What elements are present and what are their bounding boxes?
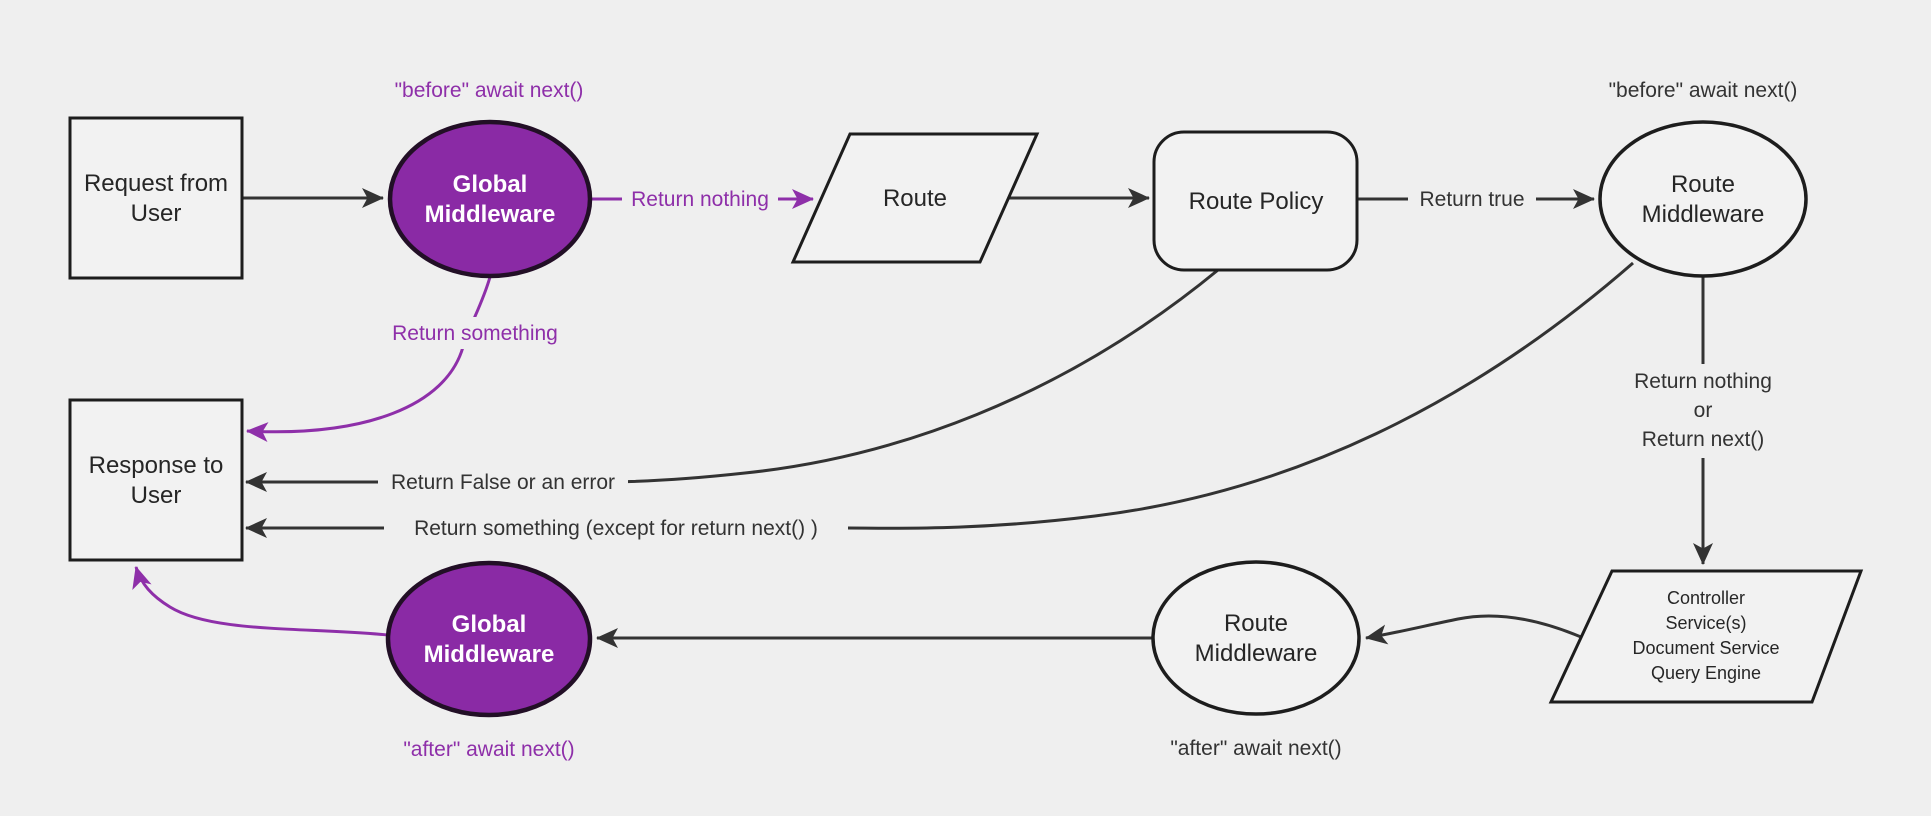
edge-route-middleware-return-something-to-response [245, 261, 1634, 538]
edge-global-middleware-return-something-to-response [246, 276, 492, 443]
request-from-user-label: User [131, 200, 182, 227]
edge-route-policy-return-false-to-response [245, 268, 1219, 492]
route-middleware-top-label: Middleware [1642, 201, 1765, 228]
label-bg-return-something-except [384, 512, 848, 544]
label-bg-return-something [388, 317, 562, 349]
route-middleware-top-node: Route Middleware [1598, 120, 1808, 278]
label-bg-return-nothing-or [1620, 364, 1786, 458]
request-from-user-node: Request from User [68, 116, 244, 280]
route-middleware-bottom-label: Route [1224, 610, 1288, 637]
route-middleware-bottom-shape [1151, 560, 1361, 716]
label-bg-return-false [378, 466, 628, 498]
label-return-nothing-or: Return next() [1642, 428, 1765, 451]
label-return-nothing-or: Return nothing [1634, 370, 1772, 393]
route-shape [790, 132, 1040, 264]
label-return-false-or-error: Return False or an error [391, 471, 615, 494]
controller-services-node: Controller Service(s) Document Service Q… [1548, 569, 1864, 704]
request-from-user-label: Request from [84, 170, 228, 197]
response-to-user-label: Response to [89, 452, 224, 479]
response-to-user-label: User [131, 482, 182, 509]
route-policy-node: Route Policy [1152, 130, 1359, 272]
controller-services-label: Service(s) [1665, 613, 1746, 633]
label-return-something-except: Return something (except for return next… [414, 517, 818, 540]
label-return-true: Return true [1419, 188, 1524, 211]
route-middleware-top-shape [1598, 120, 1808, 278]
route-policy-label: Route Policy [1189, 188, 1324, 215]
global-middleware-top-shape [387, 119, 593, 279]
response-to-user-shape [68, 398, 244, 562]
edge-global-middleware-bottom-to-response [132, 566, 389, 637]
route-middleware-bottom-node: Route Middleware [1151, 560, 1361, 716]
controller-services-label: Query Engine [1651, 663, 1761, 683]
route-node: Route [790, 132, 1040, 264]
global-middleware-top-node: Global Middleware [387, 119, 593, 279]
label-after-await-next-global: "after" await next() [403, 738, 574, 761]
label-before-await-next-route: "before" await next() [1609, 79, 1798, 102]
controller-services-label: Controller [1667, 588, 1745, 608]
request-from-user-shape [68, 116, 244, 280]
global-middleware-bottom-node: Global Middleware [385, 560, 593, 718]
controller-services-shape [1548, 569, 1864, 704]
controller-services-label: Document Service [1632, 638, 1779, 658]
label-bg-return-nothing [622, 183, 778, 215]
route-label: Route [883, 185, 947, 212]
global-middleware-bottom-label: Global [452, 611, 527, 638]
global-middleware-bottom-label: Middleware [424, 641, 555, 668]
global-middleware-top-label: Middleware [425, 201, 556, 228]
label-return-nothing: Return nothing [631, 188, 769, 211]
route-middleware-top-label: Route [1671, 171, 1735, 198]
label-bg-return-true [1408, 183, 1536, 215]
edge-controller-to-route-middleware-bottom [1365, 614, 1582, 645]
route-policy-shape [1152, 130, 1359, 272]
route-middleware-bottom-label: Middleware [1195, 640, 1318, 667]
label-return-something: Return something [392, 322, 558, 345]
label-after-await-next-route: "after" await next() [1170, 737, 1341, 760]
label-before-await-next-global: "before" await next() [395, 79, 584, 102]
global-middleware-bottom-shape [385, 560, 593, 718]
response-to-user-node: Response to User [68, 398, 244, 562]
global-middleware-top-label: Global [453, 171, 528, 198]
label-return-nothing-or: or [1694, 399, 1713, 422]
